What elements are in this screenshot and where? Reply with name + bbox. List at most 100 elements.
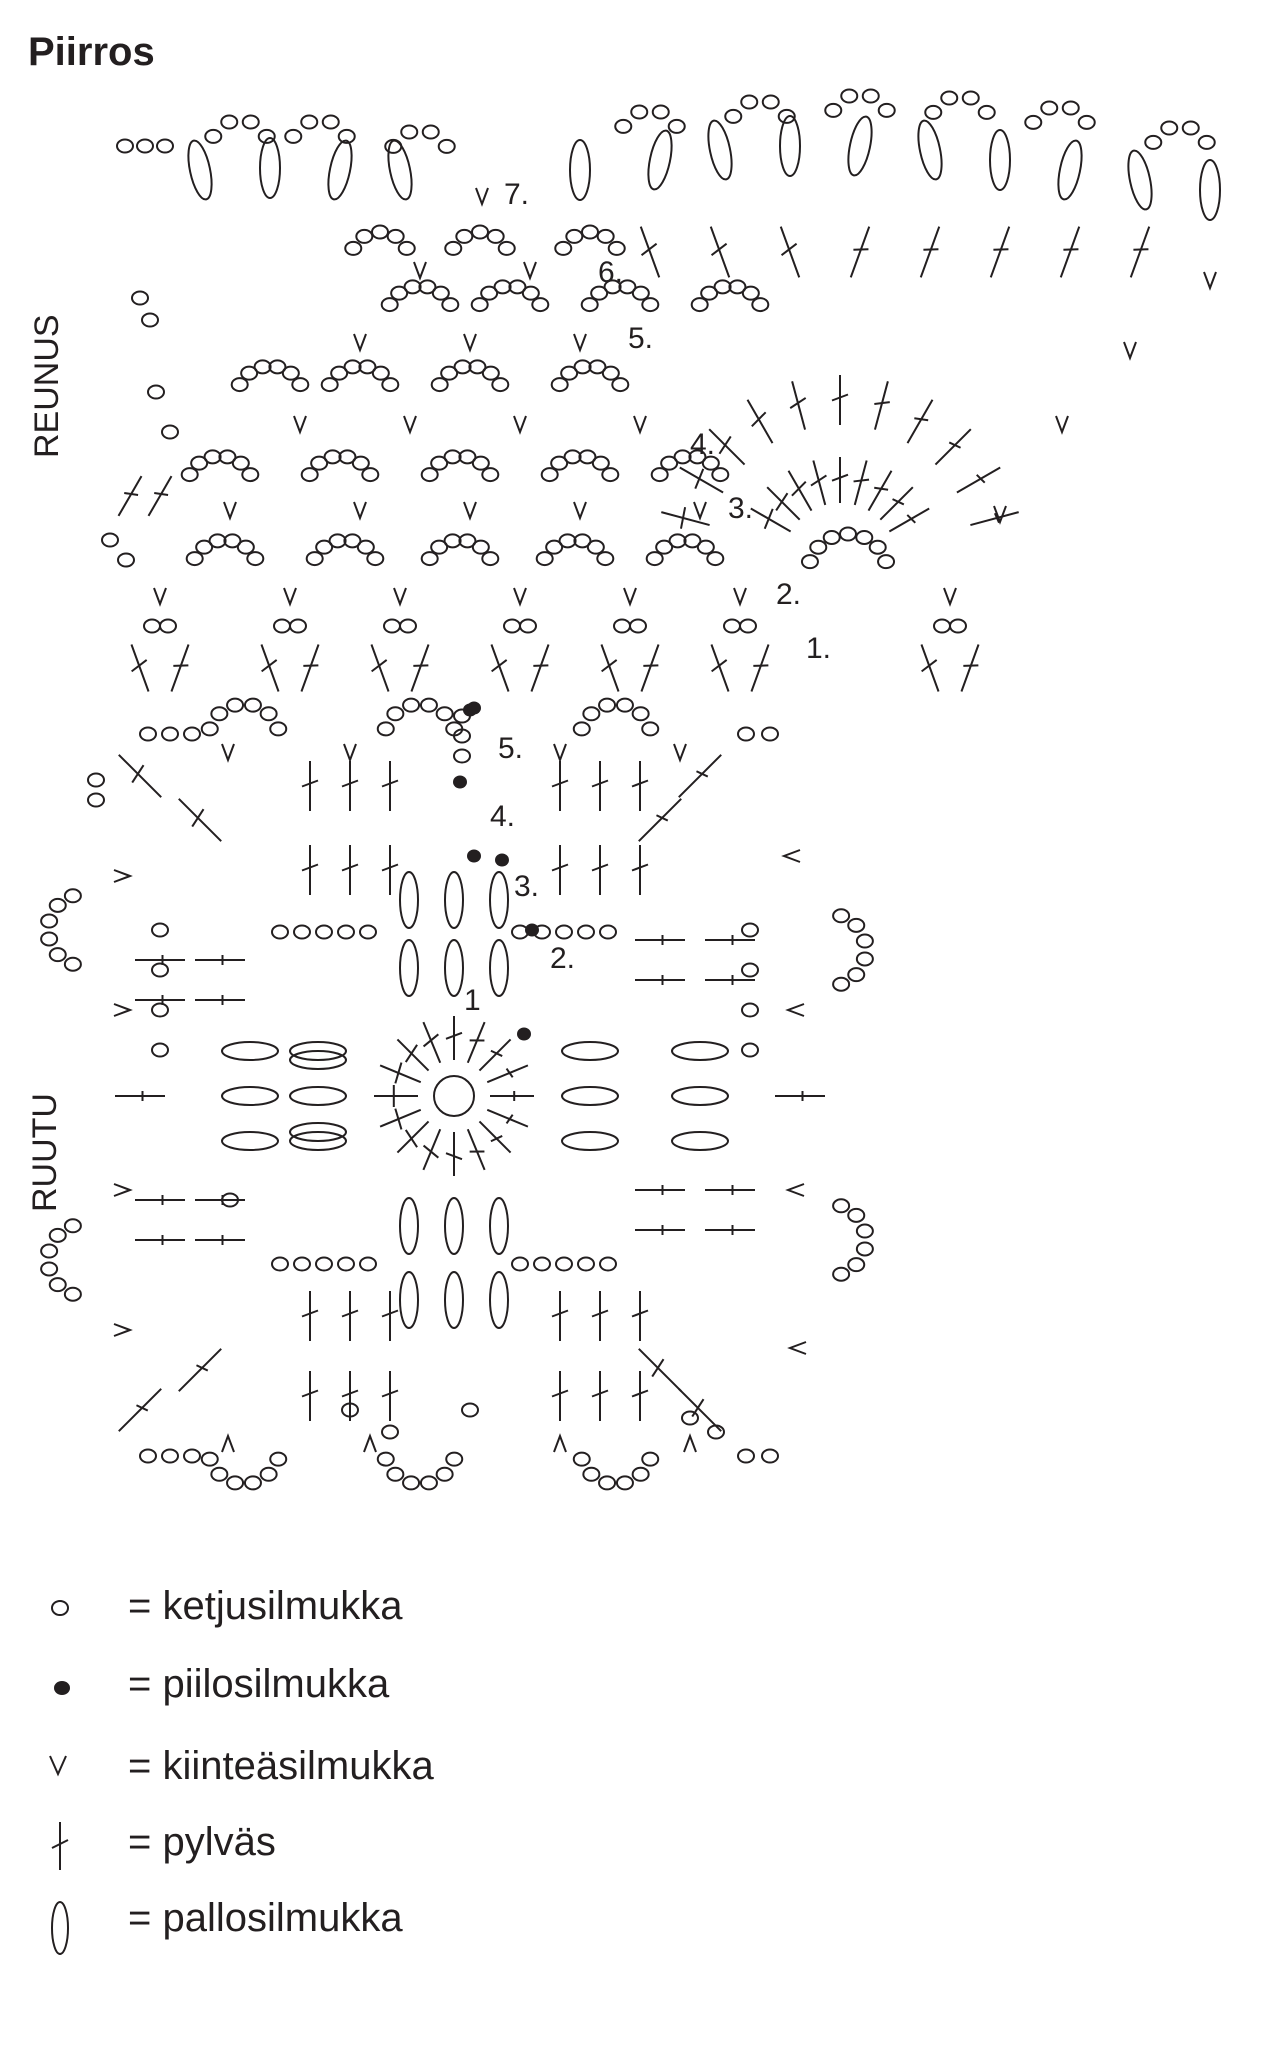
chain-stitch: [471, 539, 490, 555]
chain-stitch: [371, 224, 389, 240]
chain-stitch: [101, 532, 119, 548]
double-crochet-bar: [413, 664, 429, 667]
single-crochet: [785, 1003, 805, 1017]
double-crochet-bar: [874, 486, 889, 491]
chain-stitch: [573, 533, 592, 549]
chain-stitch: [419, 697, 438, 713]
bobble: [489, 1197, 509, 1255]
chain-stitch: [48, 1277, 67, 1293]
chain-stitch: [572, 721, 591, 737]
bobble: [259, 137, 281, 199]
chain-stitch: [1144, 134, 1163, 150]
chain-stitch: [441, 297, 460, 313]
edge-row-number: 1.: [806, 632, 832, 665]
double-crochet-bar: [551, 1309, 569, 1318]
chain-stitch: [598, 697, 617, 713]
chain-stitch: [458, 449, 477, 465]
double-crochet: [422, 1021, 442, 1064]
double-crochet-bar: [533, 664, 549, 667]
legend-item: = kiinteäsilmukka: [40, 1740, 740, 1800]
chain-stitch: [143, 618, 161, 634]
chain-stitch: [273, 618, 291, 634]
chain-stitch: [933, 618, 951, 634]
chain-stitch: [723, 618, 741, 634]
chain-stitch: [924, 104, 943, 120]
chain-stitch: [1040, 100, 1059, 116]
double-crochet: [300, 644, 320, 692]
chain-stitch: [458, 533, 477, 549]
double-crochet: [873, 381, 889, 430]
bobble: [489, 1271, 509, 1329]
double-crochet-bar: [853, 478, 870, 483]
single-crochet: [573, 333, 587, 353]
single-crochet: [353, 501, 367, 521]
double-crochet-bar: [631, 1309, 649, 1318]
double-crochet-bar: [631, 779, 649, 788]
double-crochet: [661, 511, 710, 527]
square-motif: [40, 697, 874, 1491]
single-crochet: [113, 869, 133, 883]
chain-stitch: [268, 359, 287, 375]
chain-stitch: [231, 455, 250, 471]
chain-stitch: [1077, 114, 1096, 130]
bobble: [1199, 159, 1221, 221]
chain-stitch: [531, 297, 550, 313]
chain-stitch: [195, 539, 214, 555]
chain-stitch: [690, 297, 709, 313]
chain-stitch: [380, 297, 399, 313]
chain-stitch: [573, 359, 592, 375]
single-crochet: [221, 1433, 235, 1453]
chain-stitch: [683, 533, 702, 549]
double-crochet-bar: [810, 474, 827, 487]
chain-stitch: [243, 1475, 262, 1491]
chain-stitch: [481, 551, 500, 567]
slip-stitch-icon: [54, 1681, 70, 1695]
chain-stitch: [741, 962, 759, 978]
double-crochet: [766, 486, 801, 521]
chain-stitch: [291, 377, 310, 393]
double-crochet-bar: [591, 779, 609, 788]
double-crochet-bar: [371, 659, 388, 673]
chain-stitch: [545, 539, 564, 555]
double-crochet-bar: [551, 863, 569, 872]
chain-stitch: [563, 449, 582, 465]
bobble-icon: [51, 1901, 69, 1955]
chain-stitch: [151, 922, 169, 938]
single-crochet: [363, 1433, 377, 1453]
chain-stitch: [586, 539, 605, 555]
chain-stitch: [246, 551, 265, 567]
single-crochet: [785, 1183, 805, 1197]
single-crochet: [733, 587, 747, 607]
double-crochet: [379, 1064, 422, 1084]
chain-stitch: [739, 618, 757, 634]
chain-stitch: [300, 467, 319, 483]
double-crochet: [710, 644, 730, 692]
double-crochet: [812, 460, 827, 506]
double-crochet-bar: [445, 1031, 463, 1040]
chain-stitch: [210, 706, 229, 722]
single-crochet: [343, 743, 357, 763]
single-crochet: [413, 261, 427, 281]
chain-stitch: [386, 1466, 405, 1482]
double-crochet-bar: [261, 659, 278, 673]
edge-row-number: 2.: [776, 578, 802, 611]
chain-stitch: [940, 90, 959, 106]
chain-stitch: [156, 138, 174, 154]
chain-stitch: [371, 365, 390, 381]
single-crochet: [393, 587, 407, 607]
double-crochet-bar: [775, 492, 789, 512]
double-crochet-bar: [631, 1389, 649, 1398]
chain-stitch: [521, 285, 540, 301]
chain-stitch: [338, 449, 357, 465]
legend-item: = piilosilmukka: [40, 1658, 740, 1718]
chain-stitch: [599, 1256, 617, 1272]
bobble: [561, 1041, 619, 1061]
bobble: [561, 1086, 619, 1106]
double-crochet-bar: [303, 664, 319, 667]
double-crochet-bar: [643, 664, 659, 667]
chain-stitch: [533, 924, 551, 940]
chain-stitch: [613, 618, 631, 634]
double-crochet-bar: [505, 1067, 514, 1078]
chain-stitch: [430, 455, 449, 471]
single-crochet: [623, 587, 637, 607]
